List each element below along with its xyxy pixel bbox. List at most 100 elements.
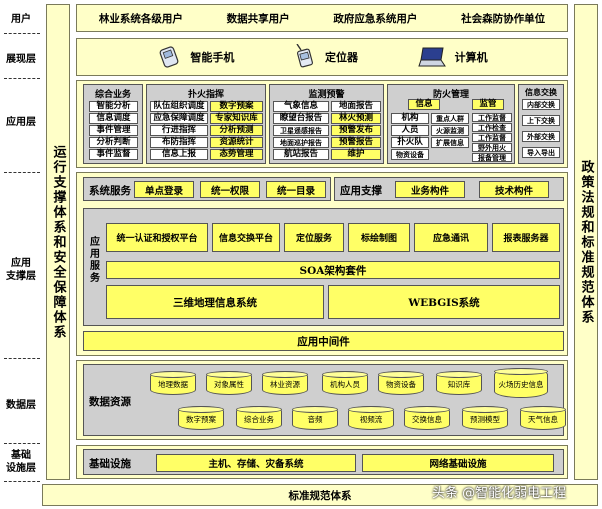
firefight-item[interactable]: 态势管理 [210,149,263,160]
users-row: 林业系统各级用户 数据共享用户 政府应急系统用户 社会森防协作单位 [76,4,568,32]
firefight-item[interactable]: 应急保障调度 [150,113,208,124]
prevention-item[interactable]: 野外用火 [472,143,512,152]
integrated-item[interactable]: 事件监督 [89,149,138,160]
prevention-item[interactable]: 火源监测 [431,125,469,136]
data-cylinder[interactable]: 视频流 [348,406,394,430]
service-item[interactable]: 统一认证和授权平台 [106,223,208,252]
data-cylinder[interactable]: 综合业务 [236,406,282,430]
data-cylinder[interactable]: 知识库 [436,371,482,395]
prevention-item[interactable]: 工作监督 [472,133,512,142]
data-cylinder[interactable]: 林业资源 [262,371,308,395]
firefight-item[interactable]: 分析预测 [210,125,263,136]
data-cylinder-label: 综合业务 [244,415,274,425]
phone-icon [159,46,179,68]
middleware-bar[interactable]: 应用中间件 [83,331,564,351]
firefight-item[interactable]: 专家知识库 [210,113,263,124]
layer-label-app-support: 应用支撑层 [6,258,36,282]
data-cylinder[interactable]: 预测模型 [462,406,508,430]
layer-label-user: 用户 [11,13,31,25]
integrated-item[interactable]: 信息调度 [89,113,138,124]
system-service-title: 系统服务 [89,185,131,197]
data-resources-title: 数据资源 [89,396,131,408]
service-item[interactable]: 报表服务器 [492,223,560,252]
network-infrastructure[interactable]: 网络基础设施 [362,454,554,472]
data-cylinder-label: 天气信息 [528,415,558,425]
user-data-share: 数据共享用户 [226,12,290,25]
firefight-item[interactable]: 资源统计 [210,137,263,148]
firefight-item[interactable]: 数字预案 [210,101,263,112]
unified-dir-button[interactable]: 统一目录 [266,181,326,198]
service-item[interactable]: 应急通讯 [414,223,488,252]
group-firefight-title: 扑火指挥 [187,90,224,100]
separator [4,481,40,482]
firefight-item[interactable]: 行进指挥 [150,125,208,136]
integrated-item[interactable]: 事件管理 [89,125,138,136]
exchange-item[interactable]: 上下交换 [522,115,560,126]
prevention-item[interactable]: 物资设备 [391,149,429,160]
prevention-item[interactable]: 工作监督 [472,113,512,122]
exchange-item[interactable]: 外部交换 [522,131,560,142]
monitor-item[interactable]: 气象信息 [273,101,329,112]
monitor-item[interactable]: 林火预测 [331,113,381,124]
exchange-item[interactable]: 导入导出 [522,147,560,158]
unified-auth-button[interactable]: 统一权限 [200,181,260,198]
data-cylinder[interactable]: 天气信息 [520,406,566,430]
device-locator: 定位器 [293,44,358,70]
prevention-item[interactable]: 机构 [391,113,429,124]
monitor-item[interactable]: 预警发布 [331,125,381,136]
data-cylinder[interactable]: 音频 [292,406,338,430]
firefight-item[interactable]: 信息上报 [150,149,208,160]
firefight-item[interactable]: 布防指挥 [150,137,208,148]
monitor-item[interactable]: 地面报告 [331,101,381,112]
infra-panel: 基础设施 主机、存储、灾备系统 网络基础设施 [83,449,564,475]
integrated-item[interactable]: 分析判断 [89,137,138,148]
tech-comp-button[interactable]: 技术构件 [479,181,549,198]
prevention-item[interactable]: 扑火队 [391,137,429,148]
data-cylinder[interactable]: 对象属性 [206,371,252,395]
prevention-item[interactable]: 工作检查 [472,123,512,132]
service-item[interactable]: 标绘制图 [348,223,410,252]
gis3d-system[interactable]: 三维地理信息系统 [106,285,324,319]
data-cylinder[interactable]: 火场历史信息 [494,368,548,398]
integrated-item[interactable]: 智能分析 [89,101,138,112]
data-cylinder-label: 物资设备 [386,380,416,390]
prevention-item[interactable]: 扩展信息 [431,137,469,148]
device-phone-label: 智能手机 [190,51,235,64]
monitor-item[interactable]: 预警报告 [331,137,381,148]
service-item[interactable]: 信息交换平台 [212,223,280,252]
soa-suite[interactable]: SOA架构套件 [106,261,560,279]
business-comp-button[interactable]: 业务构件 [395,181,465,198]
separator [4,78,40,79]
data-cylinder[interactable]: 机构人员 [322,371,368,395]
monitor-item[interactable]: 卫星遥感报告 [273,125,329,136]
webgis-system[interactable]: WEBGIS系统 [328,285,560,319]
monitor-item[interactable]: 瞭望台报告 [273,113,329,124]
service-item[interactable]: 定位服务 [284,223,344,252]
separator [4,358,40,359]
single-login-button[interactable]: 单点登录 [134,181,194,198]
app-support-title: 应用支撑 [340,185,382,197]
app-service-title: 应用服务 [90,237,100,284]
data-cylinder[interactable]: 交换信息 [404,406,450,430]
monitor-item[interactable]: 航站报告 [273,149,329,160]
host-storage-system[interactable]: 主机、存储、灾备系统 [156,454,356,472]
firefight-item[interactable]: 队伍组织调度 [150,101,208,112]
data-cylinder-label: 地理数据 [158,380,188,390]
data-cylinder[interactable]: 数字预案 [178,406,224,430]
prevention-tag[interactable]: 监管 [472,99,504,110]
group-monitor: 监测预警 气象信息 瞭望台报告 卫星遥感报告 地面巡护报告 航站报告 地面报告 … [269,84,384,164]
data-cylinder[interactable]: 物资设备 [378,371,424,395]
layer-label-display: 展现层 [6,53,36,65]
data-cylinder[interactable]: 地理数据 [150,371,196,395]
prevention-item[interactable]: 重点人群 [431,113,469,124]
data-cylinder-label: 音频 [307,415,323,425]
data-cylinder-label: 交换信息 [412,415,442,425]
exchange-item[interactable]: 内部交换 [522,99,560,110]
monitor-item[interactable]: 维护 [331,149,381,160]
monitor-item[interactable]: 地面巡护报告 [273,137,329,148]
prevention-item[interactable]: 人员 [391,125,429,136]
right-vertical-title: 政策法规和标准规范体系 [578,159,594,325]
data-cylinder-label: 知识库 [447,380,471,390]
prevention-item[interactable]: 报备管理 [472,153,512,162]
prevention-tag[interactable]: 信息 [408,99,440,110]
